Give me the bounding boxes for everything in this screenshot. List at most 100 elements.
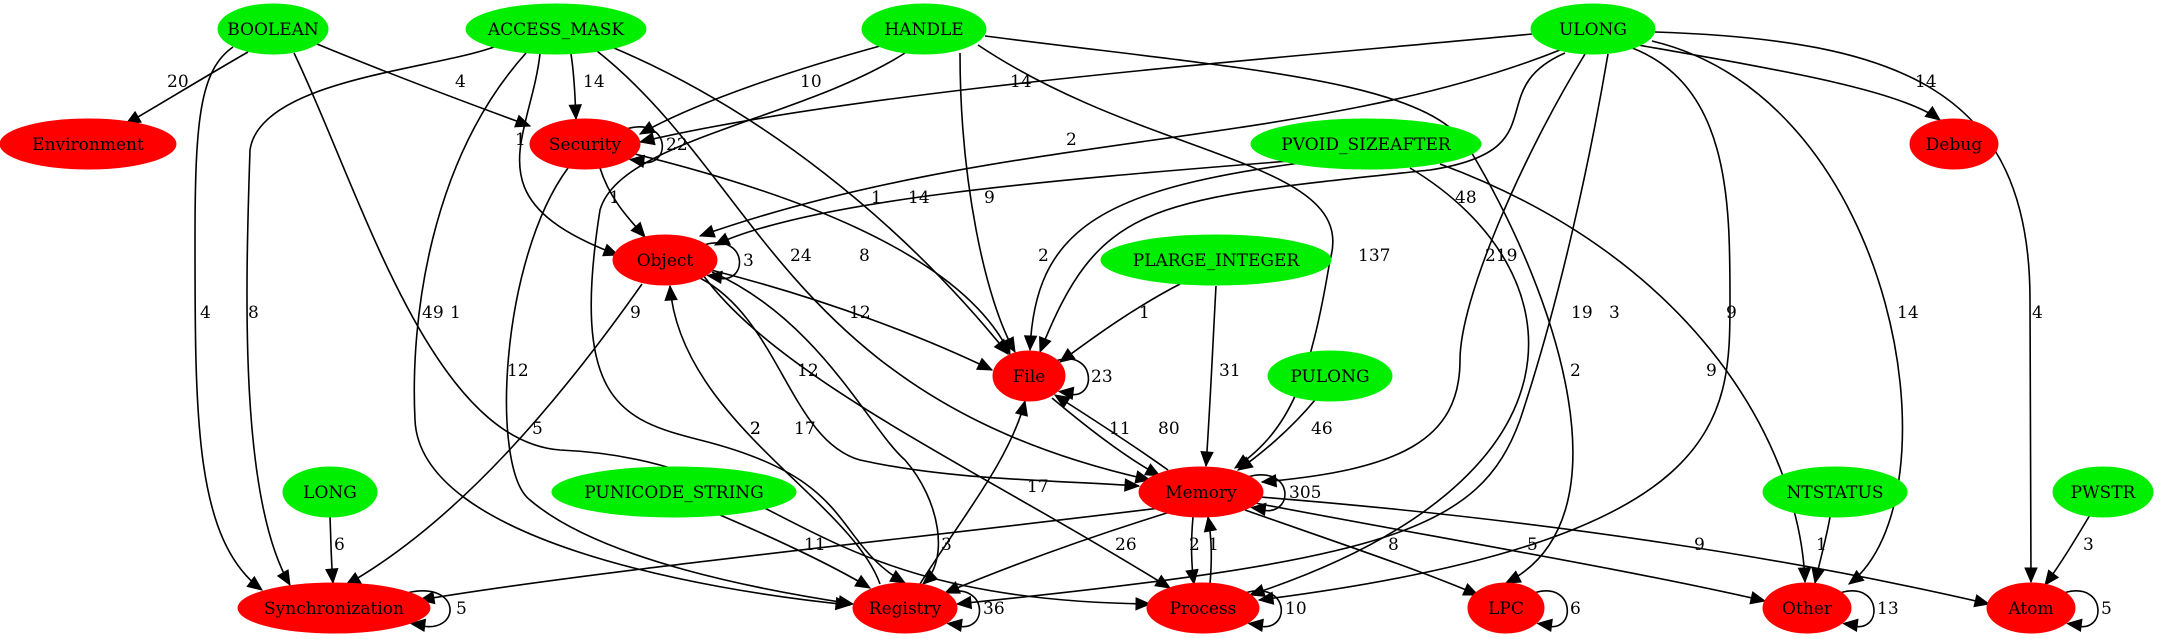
edge-memory-to-file: 80 [1053,394,1180,471]
edge-line [1654,31,2032,583]
edge-weight-label: 49 [422,303,444,323]
edge-file-to-memory: 11 [1051,397,1162,477]
node-long: LONG [282,466,378,518]
edge-arrowhead [854,574,872,589]
node-label: Environment [32,135,144,155]
edge-arrowhead [325,567,339,585]
edge-arrowhead [1236,456,1254,471]
node-shape [1467,582,1545,634]
node-label: BOOLEAN [227,20,319,40]
edge-arrowhead [1185,568,1199,586]
edge-weight-label: 8 [1388,535,1399,555]
edge-registry-to-object: 2 [664,284,881,585]
edge-memory-to-lpc: 8 [1244,509,1480,596]
edge-arrowhead [1135,597,1152,611]
node-debug: Debug [1909,118,1999,170]
edge-registry-to-file: 17 [919,399,1049,585]
edge-weight-label: 5 [2101,599,2112,619]
node-shape [1146,582,1260,634]
edge-arrowhead [1797,567,1812,584]
edge-line [699,49,1561,237]
node-label: File [1013,367,1046,387]
edge-line [1059,283,1181,363]
edge-weight-label: 9 [1726,303,1737,323]
edge-arrowhead [246,575,264,591]
node-pwstr: PWSTR [2052,466,2154,518]
node-shape [1909,118,1999,170]
edge-arrowhead [1057,386,1075,401]
edge-line [945,590,981,628]
edge-line [1205,285,1217,467]
edge-process-to-process: 10 [1246,590,1307,633]
node-shape [1762,466,1908,518]
node-shape [1267,350,1393,402]
edge-weight-label: 31 [1219,361,1241,381]
node-plarge-integer: PLARGE_INTEGER [1100,234,1332,286]
edge-line [1039,52,1566,353]
node-label: PUNICODE_STRING [584,483,764,503]
edge-line [345,283,643,586]
edge-weight-label: 6 [334,535,345,555]
edge-arrowhead [1973,594,1991,608]
edge-arrowhead [1144,463,1162,477]
edge-line [1258,44,1731,601]
edge-line [413,52,851,606]
edge-weight-label: 1 [1816,535,1827,555]
edge-line [1056,358,1090,396]
node-label: PLARGE_INTEGER [1133,251,1301,271]
edge-object-to-file: 12 [710,269,994,371]
node-atom: Atom [1986,582,2076,634]
edge-arrowhead [1247,618,1264,633]
edge-arrowhead [568,104,582,121]
edge-arrowhead [2044,569,2060,587]
edge-weight-label: 14 [1010,72,1032,92]
edge-line [1244,509,1479,596]
edge-arrowhead [628,154,646,169]
edge-arrowhead [1536,618,1553,633]
edge-line [1651,40,1904,585]
edge-handle-to-security: 10 [638,45,881,135]
edge-security-to-registry: 12 [505,167,855,609]
edge-weight-label: 80 [1158,419,1180,439]
edge-weight-label: 3 [743,251,754,271]
node-lpc: LPC [1467,582,1545,634]
edge-weight-label: 13 [1877,599,1899,619]
edge-weight-label: 4 [455,72,466,92]
edge-line [639,33,1533,143]
edge-weight-label: 5 [532,419,543,439]
node-synchronization: Synchronization [237,582,431,634]
edge-atom-to-atom: 5 [2065,590,2112,633]
edge-weight-label: 2 [1038,246,1049,266]
edge-weight-label: 11 [1109,419,1131,439]
node-shape [0,118,177,170]
edge-weight-label: 10 [1285,599,1307,619]
edge-line [125,51,249,125]
edge-weight-label: 12 [849,303,871,323]
edge-weight-label: 4 [200,303,211,323]
node-punicode-string: PUNICODE_STRING [551,466,797,518]
node-memory: Memory [1138,466,1264,518]
edge-line [1246,590,1282,628]
edge-weight-label: 17 [1027,477,1049,497]
edge-weight-label: 8 [248,303,259,323]
edge-line [699,277,1140,487]
node-label: Object [637,251,694,271]
node-label: Memory [1165,483,1237,503]
edge-line [714,160,1291,246]
edge-arrowhead [976,357,994,371]
edge-weight-label: 12 [507,361,529,381]
node-shape [1986,582,2076,634]
edge-line [1249,474,1286,512]
edge-line [634,153,1011,355]
edge-arrowhead [1504,570,1522,584]
node-shape [465,3,647,55]
edge-weight-label: 1 [871,188,882,208]
edge-weight-label: 9 [1694,535,1705,555]
edge-line [316,43,531,127]
edge-weight-label: 1 [515,130,526,150]
node-label: PWSTR [2071,483,2137,503]
node-label: LONG [303,483,357,503]
node-shape [1530,3,1656,55]
edge-access_mask-to-synchronization: 8 [246,46,495,587]
